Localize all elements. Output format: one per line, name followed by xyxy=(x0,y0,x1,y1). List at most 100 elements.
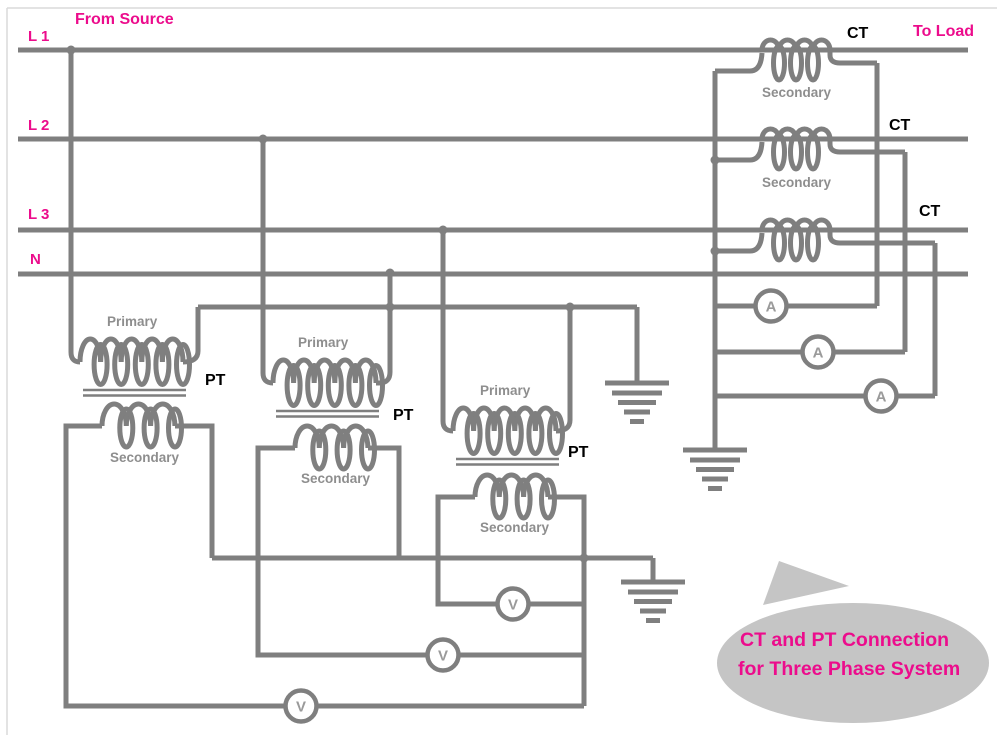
pt1-secondary-loop xyxy=(141,406,160,450)
pt1-primary-lead-right xyxy=(182,307,201,365)
pt3-primary-loop xyxy=(485,411,504,456)
pt2-label: PT xyxy=(393,407,414,424)
pt3-secondary-coil xyxy=(472,472,551,498)
pt1-secondary-coil xyxy=(99,401,178,427)
pt3-secondary-loop xyxy=(539,477,557,521)
ammeter-1-letter: A xyxy=(766,299,777,316)
junction-dot xyxy=(710,155,720,165)
pt2-secondary-label: Secondary xyxy=(301,471,371,486)
pt1-primary-loop xyxy=(132,342,151,387)
pt2-secondary-loop xyxy=(334,428,353,472)
ct1-coil-loop xyxy=(771,43,787,83)
ct2-coil-humps xyxy=(759,126,833,140)
junction-dot xyxy=(385,268,395,278)
label-line-l1: L 1 xyxy=(28,28,49,45)
ammeter-3: A xyxy=(863,378,899,414)
pt2-secondary-lead-left xyxy=(255,445,584,658)
callout-line1: CT and PT Connection xyxy=(740,629,949,651)
ammeter-1-circle xyxy=(753,288,789,324)
junction-dot xyxy=(710,246,720,256)
pt2-primary-label: Primary xyxy=(298,335,349,350)
pt2-primary-coil xyxy=(270,357,379,384)
pt1-primary-coil xyxy=(77,336,186,363)
pt1-secondary-lead-right xyxy=(175,423,215,558)
pt2-primary-lead-left xyxy=(260,139,274,386)
pt3-secondary-loop xyxy=(490,477,509,521)
pt3-primary-loop xyxy=(526,411,545,456)
canvas-border xyxy=(6,7,997,735)
pt-secondary-wiring xyxy=(63,423,656,709)
ct1-lead-left xyxy=(715,52,765,74)
label-to-load: To Load xyxy=(913,23,974,40)
ct2-lead-right xyxy=(827,140,905,155)
ammeter-3-letter: A xyxy=(876,389,887,406)
pt2-secondary-lead-right xyxy=(368,445,402,558)
ammeter-3-circle xyxy=(863,378,899,414)
junction-dot xyxy=(258,134,268,144)
voltmeter-1-circle xyxy=(495,586,531,622)
ct2-label: CT xyxy=(889,117,911,134)
ct1-secondary-label: Secondary xyxy=(762,85,832,100)
voltmeter-2-circle xyxy=(425,637,461,673)
pt1-label: PT xyxy=(205,372,226,389)
pt1-transformer xyxy=(77,336,192,450)
pt1-secondary-label: Secondary xyxy=(110,450,180,465)
junction-dot xyxy=(565,302,575,312)
ground-ct-common xyxy=(683,447,747,491)
ct3-coil-loop xyxy=(771,223,787,263)
pt1-secondary-loop xyxy=(166,406,184,450)
ct3-coil-loop xyxy=(788,223,804,263)
pt1-primary-label: Primary xyxy=(107,314,158,329)
pt2-primary-loop xyxy=(325,363,344,408)
junction-dot xyxy=(438,225,448,235)
ct1-lead-right xyxy=(827,51,877,66)
voltmeter-1-letter: V xyxy=(508,597,518,614)
callout-tail xyxy=(763,561,849,605)
ct2-secondary-label: Secondary xyxy=(762,175,832,190)
voltmeter-3-letter: V xyxy=(296,699,306,716)
voltmeter-1: V xyxy=(495,586,531,622)
junction-dot xyxy=(385,302,395,312)
voltmeter-2: V xyxy=(425,637,461,673)
ammeter-2: A xyxy=(800,334,836,370)
pt2-secondary-coil xyxy=(292,423,371,449)
pt3-primary-lead-right xyxy=(555,307,573,434)
ct2-lead-left xyxy=(715,141,765,163)
pt1-secondary-lead-left xyxy=(63,423,584,709)
ct2-coil-loop xyxy=(771,132,787,172)
ct1-secondary-coil xyxy=(759,37,833,83)
bus-lines xyxy=(18,47,968,277)
ct3-lead-left xyxy=(715,232,765,254)
ground-pt-secondary-common xyxy=(621,579,685,623)
ammeter-2-letter: A xyxy=(813,345,824,362)
pt3-primary-lead-left xyxy=(440,230,454,434)
pt3-label: PT xyxy=(568,444,589,461)
ammeter-1: A xyxy=(753,288,789,324)
pt2-secondary-loop xyxy=(359,428,377,472)
pt3-primary-loop xyxy=(547,411,565,456)
callout-ellipse xyxy=(717,603,989,723)
junction-dot xyxy=(66,45,76,55)
pt3-transformer xyxy=(450,405,565,521)
label-line-n: N xyxy=(30,251,41,268)
pt1-primary-loop xyxy=(112,342,131,387)
ct2-coil-loop xyxy=(788,132,804,172)
pt3-primary-label: Primary xyxy=(480,383,531,398)
ct2-coil-loop xyxy=(805,132,821,172)
voltmeter-3: V xyxy=(283,688,319,724)
ct1-coil-humps xyxy=(759,37,833,51)
pt1-primary-loop xyxy=(91,342,110,387)
pt1-secondary-loop xyxy=(117,406,136,450)
voltmeter-2-letter: V xyxy=(438,648,448,665)
ct3-secondary-coil xyxy=(759,217,833,263)
pt2-primary-lead-right-neutral-link xyxy=(376,273,393,386)
ct1-label: CT xyxy=(847,25,869,42)
junction-dot xyxy=(579,553,589,563)
ct3-label: CT xyxy=(919,203,941,220)
pt2-transformer xyxy=(270,357,385,472)
pt3-primary-loop xyxy=(505,411,524,456)
ct1-coil-loop xyxy=(788,43,804,83)
ct2-secondary-coil xyxy=(759,126,833,172)
